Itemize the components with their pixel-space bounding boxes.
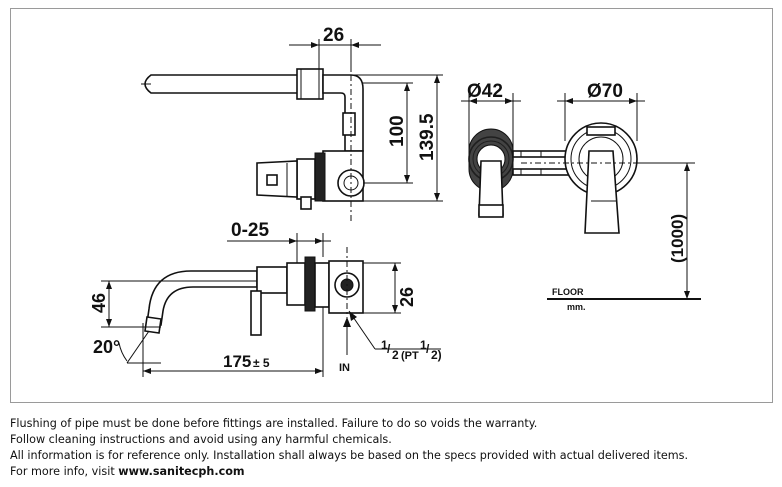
- dim-vertical-heights: 100 139.5: [331, 74, 443, 202]
- dim-175-tolerance: ± 5: [253, 356, 270, 370]
- thread-spec: 1 / 2 (PT 1 / 2): [348, 310, 442, 362]
- dim-angle-20: 20°: [93, 337, 120, 357]
- dim-spout-height: 46: [89, 280, 257, 328]
- front-view: [468, 122, 691, 234]
- inlet-label: IN: [339, 362, 350, 374]
- installation-notes: Flushing of pipe must be done before fit…: [10, 416, 770, 480]
- unit-label: mm.: [567, 302, 586, 312]
- thread-den-a: 2: [392, 348, 399, 362]
- thread-pt: (PT: [401, 350, 419, 362]
- dim-0-25: 0-25: [231, 220, 269, 241]
- side-view: [144, 247, 364, 336]
- dim-139-5: 139.5: [417, 113, 438, 161]
- inlet-indicator: IN: [339, 317, 351, 374]
- dim-top-width: 26: [289, 25, 381, 71]
- thread-num-a: 1: [381, 338, 388, 352]
- note-cleaning: Follow cleaning instructions and avoid u…: [10, 433, 392, 446]
- thread-sep-c: /: [426, 342, 430, 356]
- dim-26-inlet: 26: [397, 287, 417, 307]
- dim-46: 46: [89, 293, 109, 313]
- faucet-technical-drawing: 26 100 139.5: [89, 25, 701, 377]
- note-flushing: Flushing of pipe must be done before fit…: [10, 417, 538, 430]
- technical-drawing-frame: 26 100 139.5: [10, 8, 773, 403]
- dim-1000: (1000): [668, 214, 687, 263]
- top-view: [141, 61, 365, 221]
- dim-26-top: 26: [323, 25, 344, 46]
- thread-den-c: 2): [431, 348, 442, 362]
- dim-angle: 20°: [93, 330, 161, 364]
- dim-175: 175: [223, 352, 251, 371]
- dim-inlet-depth: 26: [363, 262, 417, 314]
- thread-sep-a: /: [387, 342, 391, 356]
- note-more-info-prefix: For more info, visit: [10, 465, 119, 478]
- dim-floor-height: (1000) FLOOR mm.: [547, 162, 701, 312]
- dim-dia-42: Ø42: [467, 81, 503, 102]
- thread-num-c: 1: [420, 338, 427, 352]
- floor-label: FLOOR: [552, 287, 584, 297]
- dim-diameters: Ø42 Ø70: [461, 81, 645, 151]
- website-link[interactable]: www.sanitecph.com: [118, 465, 245, 478]
- dim-dia-70: Ø70: [587, 81, 623, 102]
- dim-adjust-range: 0-25: [227, 220, 331, 263]
- dim-100: 100: [387, 115, 408, 147]
- note-more-info: For more info, visit www.sanitecph.com: [10, 464, 770, 480]
- note-reference: All information is for reference only. I…: [10, 449, 689, 462]
- dim-spout-length: 175 ± 5: [142, 307, 324, 377]
